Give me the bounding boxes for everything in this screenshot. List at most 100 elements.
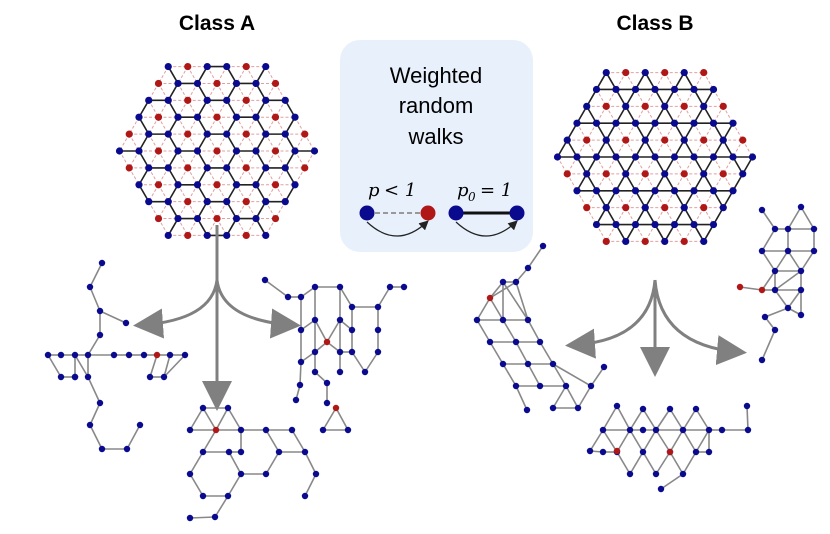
- class-b-sample-bottom-edge: [642, 429, 657, 453]
- class-a-lattice-node: [135, 147, 143, 155]
- class-a-sample-left-edge: [87, 334, 101, 356]
- class-a-sample-bottom-node: [199, 448, 207, 456]
- class-a-sample-bottom-edge: [202, 407, 217, 431]
- class-a-lattice-node: [232, 79, 241, 88]
- class-b-lattice-node: [641, 68, 649, 77]
- class-b-sample-bottom-edge: [655, 429, 671, 453]
- class-b-sample-left-edge: [577, 385, 592, 409]
- dashed-edge-p: p: [368, 180, 380, 201]
- legend-line-3: walks: [407, 124, 463, 149]
- class-a-sample-left-edge: [89, 286, 101, 312]
- class-b-lattice-node: [719, 170, 727, 178]
- class-a-lattice-node: [174, 147, 182, 155]
- class-a-lattice-node: [242, 130, 250, 138]
- solid-edge-p: p: [457, 180, 469, 201]
- class-a-lattice-node: [174, 113, 182, 121]
- class-b-sample-left-node: [600, 363, 608, 371]
- legend-blue-node-3: [509, 205, 525, 221]
- class-a-lattice-node: [145, 198, 153, 206]
- legend-blue-node-2: [448, 205, 464, 221]
- class-a-sample-right-node: [311, 283, 319, 291]
- class-b-sample-left-node: [536, 382, 544, 390]
- class-b-lattice-node: [563, 170, 571, 178]
- class-a-sample-right-node: [374, 326, 382, 334]
- class-a-lattice-node: [164, 231, 172, 240]
- class-a-lattice-node: [242, 198, 250, 206]
- class-a-lattice-node: [184, 231, 192, 240]
- class-a-lattice-node: [223, 96, 231, 104]
- class-b-lattice-node: [583, 170, 591, 178]
- class-b-sample-left-edge: [590, 366, 605, 387]
- class-a-sample-right-node: [336, 348, 344, 356]
- class-a-lattice-node: [184, 198, 192, 206]
- class-b-sample-bottom-edge: [695, 429, 710, 453]
- class-b-sample-bottom-node: [744, 426, 752, 434]
- class-a-title: Class A: [179, 12, 255, 35]
- class-a-lattice-node: [184, 164, 192, 172]
- class-b-sample-left-node: [524, 316, 532, 324]
- class-a-sample-left-node: [44, 351, 52, 359]
- arrow-b-right: [653, 279, 747, 366]
- class-b-sample-right-edge: [787, 250, 802, 272]
- class-a-lattice-node: [223, 164, 231, 172]
- class-a-sample-bottom-node: [319, 426, 327, 434]
- class-a-sample-bottom-node: [237, 426, 245, 434]
- class-a-lattice-node: [164, 130, 172, 138]
- class-b-sample-bottom-node: [657, 485, 665, 493]
- solid-walk-arrow: [455, 220, 518, 237]
- class-a-lattice-node: [252, 181, 260, 189]
- class-a-sample-right-node: [374, 303, 382, 311]
- class-a-sample-right-node: [323, 379, 331, 387]
- class-b-lattice-node: [739, 170, 747, 178]
- class-a-sample-left-node: [96, 399, 104, 407]
- class-b-lattice-node: [670, 220, 679, 229]
- class-b-sample-right-edge: [774, 250, 789, 272]
- class-b-lattice-node: [709, 119, 718, 127]
- class-a-sample-bottom-edge: [265, 429, 280, 453]
- class-a-sample-left-node: [153, 351, 161, 359]
- class-a-sample-left-node: [181, 351, 189, 359]
- class-b-sample-left-edge: [539, 341, 554, 365]
- class-b-sample-bottom-edge: [616, 451, 631, 475]
- class-a-lattice-node: [252, 214, 260, 223]
- class-a-lattice-node: [232, 147, 241, 155]
- class-a-lattice-node: [154, 181, 163, 189]
- class-b-title: Class B: [616, 12, 693, 35]
- class-a-sample-bottom-node: [288, 426, 296, 434]
- class-b-lattice-node: [651, 119, 659, 127]
- class-b-sample-left-edge: [502, 281, 529, 321]
- class-b-sample-left-edge: [515, 281, 529, 321]
- class-b-lattice-node: [612, 119, 620, 127]
- class-a-lattice-node: [174, 214, 182, 223]
- class-a-sample-right-node: [361, 368, 369, 376]
- class-a-sample-bottom-node: [199, 404, 207, 412]
- class-b-lattice-node: [602, 237, 610, 246]
- class-b-sample-left-edge: [489, 341, 504, 365]
- class-b-lattice-node: [719, 204, 727, 212]
- class-b-lattice-node: [709, 153, 718, 161]
- class-a-lattice-node: [203, 62, 211, 71]
- class-a-lattice-node: [203, 130, 211, 138]
- class-a-sample-bottom-edge: [265, 451, 280, 475]
- class-b-sample-bottom-edge: [629, 429, 644, 453]
- legend-red-node: [420, 205, 436, 221]
- class-b-sample-left-node: [473, 316, 481, 324]
- class-b-sample-left-node: [524, 264, 532, 272]
- class-a-sample-right-edge: [339, 286, 353, 308]
- class-a-sample-bottom-edge: [215, 407, 229, 431]
- class-a-lattice-node: [310, 147, 319, 155]
- class-b-lattice-node: [651, 153, 659, 161]
- class-a-lattice-node: [193, 113, 202, 121]
- class-b-sample-right-node: [810, 225, 818, 233]
- class-a-lattice-node: [281, 130, 289, 138]
- class-a-sample-left-node: [71, 351, 79, 359]
- class-b-sample-bottom-edge: [642, 451, 657, 475]
- class-a-sample-bottom-edge: [227, 473, 242, 497]
- class-a-lattice-node: [135, 113, 143, 121]
- class-b-sample-left-node: [524, 360, 532, 368]
- class-b-sample-left-edge: [502, 319, 517, 343]
- class-b-sample-left-node: [549, 404, 557, 412]
- class-b-lattice-node: [612, 220, 620, 229]
- class-b-sample-left-node: [574, 404, 582, 412]
